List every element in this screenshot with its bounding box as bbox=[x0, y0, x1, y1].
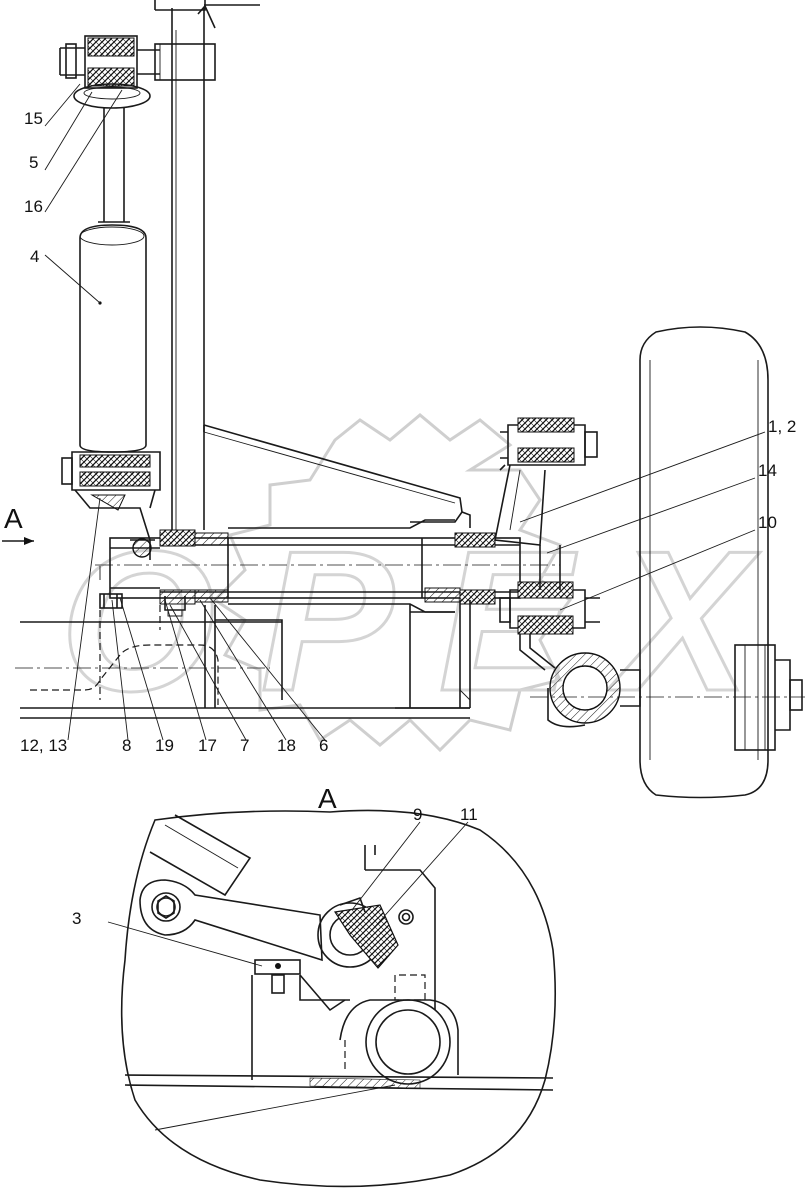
detail-view-a: A bbox=[72, 783, 557, 1188]
view-marker-label: A bbox=[4, 503, 23, 534]
callout-4: 4 bbox=[30, 247, 39, 266]
frame-rail bbox=[154, 0, 471, 530]
wheel-assembly bbox=[530, 326, 805, 799]
callout-12-13: 12, 13 bbox=[20, 736, 67, 755]
callout-8: 8 bbox=[122, 736, 131, 755]
callout-6: 6 bbox=[319, 736, 328, 755]
shock-absorber bbox=[59, 35, 216, 560]
callout-9: 9 bbox=[413, 805, 422, 824]
callout-17: 17 bbox=[198, 736, 217, 755]
callout-5: 5 bbox=[29, 153, 38, 172]
callout-7: 7 bbox=[240, 736, 249, 755]
leaders-upper bbox=[44, 83, 766, 741]
callout-11: 11 bbox=[460, 805, 478, 824]
callout-16: 16 bbox=[24, 197, 43, 216]
callout-1-2: 1, 2 bbox=[768, 417, 796, 436]
callout-3: 3 bbox=[72, 909, 81, 928]
trailing-arm bbox=[494, 417, 600, 671]
callout-18: 18 bbox=[277, 736, 296, 755]
callout-10: 10 bbox=[758, 513, 777, 532]
detail-view-title: A bbox=[318, 783, 337, 814]
lower-frame bbox=[15, 600, 471, 719]
callout-14: 14 bbox=[758, 461, 777, 480]
callout-19: 19 bbox=[155, 736, 174, 755]
axle-shaft bbox=[95, 519, 560, 617]
view-marker-a: A bbox=[2, 503, 34, 545]
callout-15: 15 bbox=[24, 109, 43, 128]
callouts-upper: 15 5 16 4 12, 13 8 19 17 7 18 6 1, 2 14 … bbox=[20, 109, 796, 755]
